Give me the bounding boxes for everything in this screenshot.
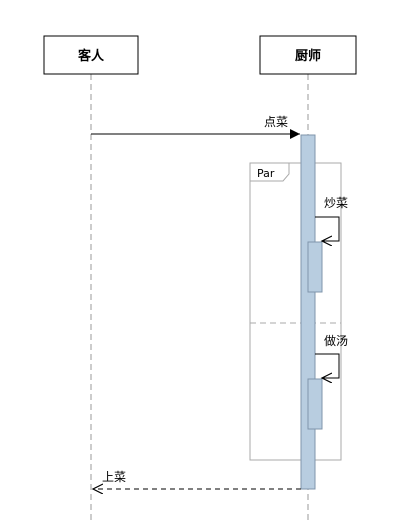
participant-chef-label: 厨师	[295, 48, 321, 64]
message-serve-label: 上菜	[102, 470, 126, 484]
par-fragment: Par	[249, 162, 342, 461]
message-soup: 做汤	[315, 333, 348, 378]
message-soup-label: 做汤	[324, 333, 348, 348]
participant-chef: 厨师	[259, 35, 357, 75]
activation-main	[300, 134, 316, 490]
activation-nested-1	[307, 241, 323, 293]
participant-customer-label: 客人	[78, 48, 105, 64]
participant-customer: 客人	[43, 35, 139, 75]
activation-nested-2	[307, 378, 323, 430]
par-fragment-label: Par	[257, 167, 275, 180]
message-stir-fry: 炒菜	[315, 196, 348, 241]
message-serve: 上菜	[93, 470, 301, 489]
message-order: 点菜	[91, 115, 300, 139]
message-stir-fry-label: 炒菜	[324, 196, 348, 210]
message-order-label: 点菜	[264, 115, 288, 129]
